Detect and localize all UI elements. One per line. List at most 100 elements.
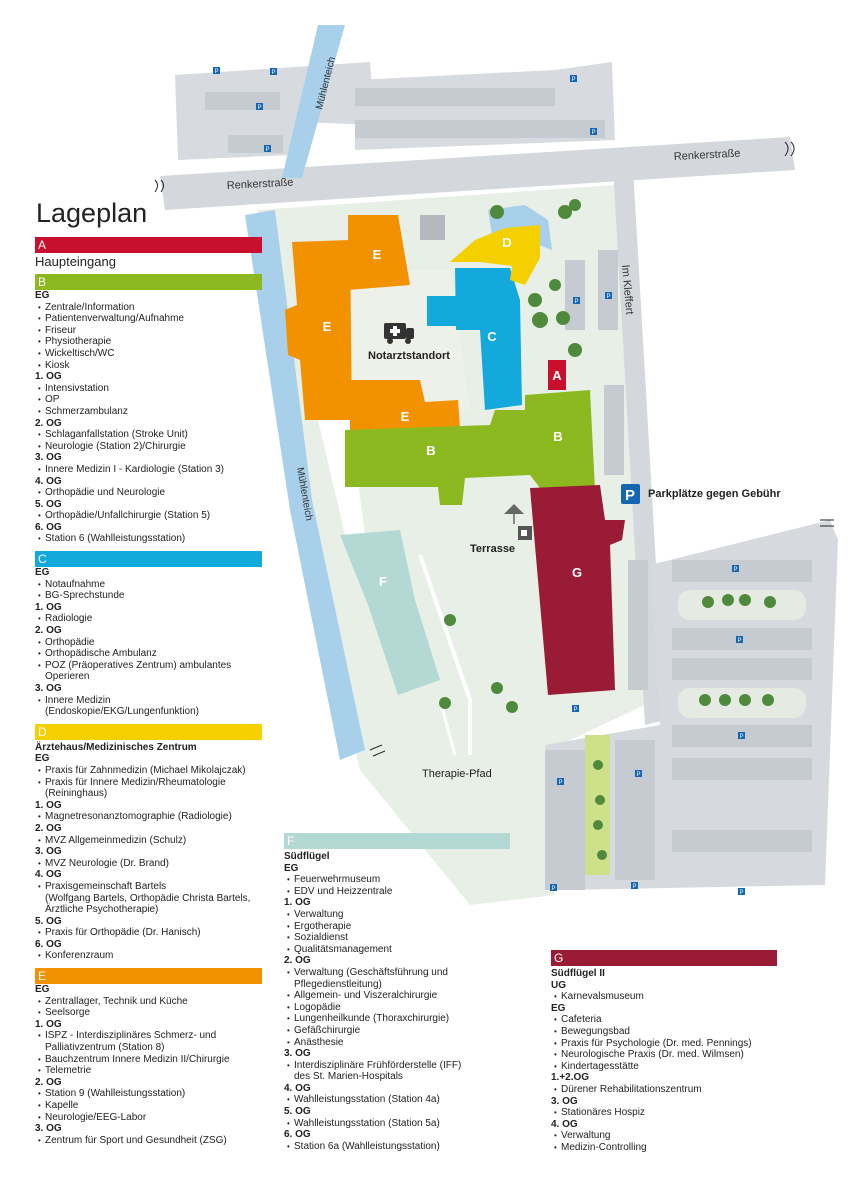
building-a <box>548 360 566 390</box>
legend-item: Intensivstation <box>35 383 262 395</box>
umbrella-icon <box>504 504 524 524</box>
floor-label: 1. OG <box>35 1018 62 1030</box>
label-building-a: A <box>552 368 562 383</box>
legend-item: Sozialdienst <box>284 932 510 944</box>
parking-marker-letter: P <box>551 886 555 892</box>
parking-marker-icon <box>631 882 638 889</box>
floor-label: 2. OG <box>35 417 62 429</box>
legend-item: Patientenverwaltung/Aufnahme <box>35 313 262 325</box>
legend-item: Palliativzentrum (Station 8) <box>45 1042 165 1054</box>
legend-item: EDV und Heizzentrale <box>284 886 510 898</box>
legend-section-e: EEGZentrallager, Technik und KücheSeelso… <box>35 968 262 1146</box>
label-building-f: F <box>379 574 387 589</box>
floor-label: 1. OG <box>35 799 62 811</box>
street-name-renkerstrasse-east: Renkerstraße <box>674 148 741 163</box>
floor-label: 3. OG <box>35 683 62 694</box>
building-c-annex <box>427 296 457 326</box>
parking-row <box>598 250 618 330</box>
legend-item: Station 9 (Wahlleistungsstation) <box>35 1088 262 1100</box>
floor-label: EG <box>35 984 50 996</box>
path <box>418 554 472 755</box>
building-e-west <box>285 240 352 420</box>
legend-item: Physiotherapie <box>35 336 262 348</box>
tree <box>719 694 731 706</box>
parking-marker-icon <box>213 67 220 74</box>
floor-label: 3. OG <box>551 1095 578 1107</box>
floor-label: 3. OG <box>35 452 62 464</box>
parking-marker-icon <box>590 128 597 135</box>
building-g <box>530 485 625 695</box>
floor-label: 1. OG <box>35 601 62 613</box>
legend-section-f: FSüdflügelEGFeuerwehrmuseumEDV und Heizz… <box>284 833 510 1152</box>
road-end-mark <box>784 141 795 157</box>
therapy-path-label: Therapie-Pfad <box>422 768 492 780</box>
tree <box>532 312 548 328</box>
legend-subtitle-a: Haupteingang <box>35 254 116 269</box>
legend-subtitle-d: Ärztehaus/Medizinisches Zentrum <box>35 741 197 753</box>
legend-item: Neurologische Praxis (Dr. med. Wilmsen) <box>551 1049 777 1061</box>
building-f <box>340 530 440 695</box>
tree <box>722 594 734 606</box>
floor-label: 2. OG <box>35 1076 62 1088</box>
floor-label: 1.+2.OG <box>551 1072 590 1084</box>
tree <box>549 279 561 291</box>
legend-item: Schmerzambulanz <box>35 406 262 418</box>
legend-item: Kindertagesstätte <box>551 1061 777 1073</box>
parking-marker-letter: P <box>606 294 610 300</box>
building-grey <box>420 215 445 240</box>
parking-marker-letter: P <box>591 130 595 136</box>
legend-item: Karnevalsmuseum <box>551 991 777 1003</box>
floor-label: 5. OG <box>35 498 62 510</box>
legend-header-d: D <box>35 723 262 740</box>
legend-item: MVZ Neurologie (Dr. Brand) <box>35 858 262 870</box>
parking-row <box>604 385 624 475</box>
parking-marker-icon <box>256 103 263 110</box>
floor-label: 4. OG <box>551 1118 578 1130</box>
legend-item: Station 6 (Wahlleistungsstation) <box>35 533 262 545</box>
parking-row <box>628 560 648 690</box>
legend-header-g: G <box>551 950 777 966</box>
legend-item: Interdisziplinäre Frühförderstelle (IFF) <box>284 1060 510 1072</box>
tree <box>762 694 774 706</box>
floor-label: 2. OG <box>35 822 62 834</box>
legend-item: Orthopädische Ambulanz <box>35 648 262 660</box>
path <box>438 699 457 756</box>
parking-row <box>615 740 655 880</box>
emergency-label: Notarztstandort <box>368 350 450 362</box>
legend-header-c: C <box>35 551 262 568</box>
legend-item: (Reininghaus) <box>45 788 108 800</box>
label-building-e: E <box>323 319 332 334</box>
floor-label: 6. OG <box>284 1129 311 1141</box>
parking-row <box>672 758 812 780</box>
floor-label: EG <box>284 862 299 874</box>
tree <box>506 701 518 713</box>
legend-item: Bauchzentrum Innere Medizin II/Chirurgie <box>35 1054 262 1066</box>
legend-item: Praxis für Innere Medizin/Rheumatologie <box>35 777 262 789</box>
floor-label: 4. OG <box>35 475 62 487</box>
legend-item: Innere Medizin (Endoskopie/EKG/Lungenfun… <box>35 695 262 718</box>
legend-item: Zentrale/Information <box>35 302 262 314</box>
parking-label: Parkplätze gegen Gebühr <box>648 488 781 500</box>
legend-item: Wickeltisch/WC <box>35 348 262 360</box>
legend-column-left: AHaupteingangBEGZentrale/InformationPati… <box>35 237 262 1146</box>
parking-marker-letter: P <box>739 890 743 896</box>
legend-item: Anästhesie <box>284 1037 510 1049</box>
tree <box>739 594 751 606</box>
legend-item: Allgemein- und Viszeralchirurgie <box>284 990 510 1002</box>
legend-item: Bewegungsbad <box>551 1026 777 1038</box>
tree <box>739 694 751 706</box>
parking-row <box>545 750 585 890</box>
floor-label: 6. OG <box>35 938 62 950</box>
legend-item: Neurologie (Station 2)/Chirurgie <box>35 441 262 453</box>
floor-label: 2. OG <box>284 955 311 967</box>
legend-item: Stationäres Hospiz <box>551 1107 777 1119</box>
tree <box>699 694 711 706</box>
parking-marker-icon <box>635 770 642 777</box>
legend-item: Schlaganfallstation (Stroke Unit) <box>35 429 262 441</box>
label-building-g: G <box>572 565 582 580</box>
label-building-b: B <box>426 443 435 458</box>
parking-marker-icon <box>573 297 580 304</box>
tree <box>764 596 776 608</box>
legend-item: Seelsorge <box>35 1007 262 1019</box>
